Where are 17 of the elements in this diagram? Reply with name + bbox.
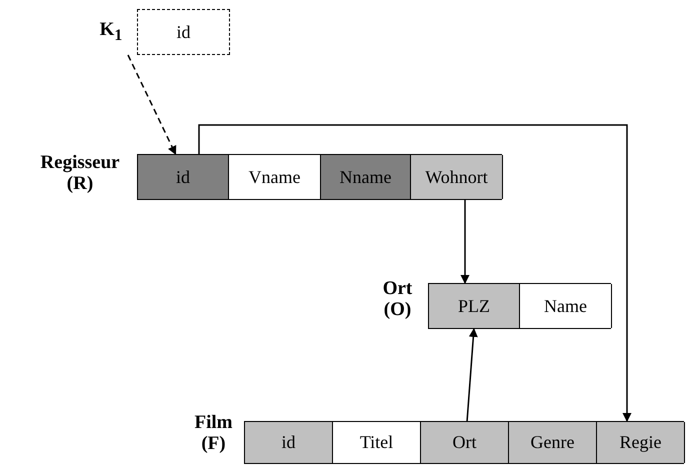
- attribute-cell: Ort: [421, 422, 509, 463]
- table-name: Regisseur (R): [39, 152, 121, 194]
- attribute-cell: Regie: [597, 422, 685, 463]
- dashed-arrow: [127, 54, 177, 156]
- key-label: K$_{1}$: [98, 19, 124, 46]
- attribute-cell: Genre: [509, 422, 597, 463]
- table-name: Film (F): [194, 412, 234, 454]
- attribute-cell: id: [138, 155, 229, 199]
- arrow: [460, 199, 470, 284]
- attribute-cell: id: [245, 422, 333, 463]
- arrow: [466, 328, 478, 422]
- table-name: Ort (O): [382, 278, 414, 320]
- attribute-cell: Wohnort: [411, 155, 503, 199]
- attribute-cell: Nname: [321, 155, 411, 199]
- key-box: id: [137, 9, 230, 55]
- attribute-cell: PLZ: [429, 284, 520, 328]
- arrow: [198, 124, 632, 422]
